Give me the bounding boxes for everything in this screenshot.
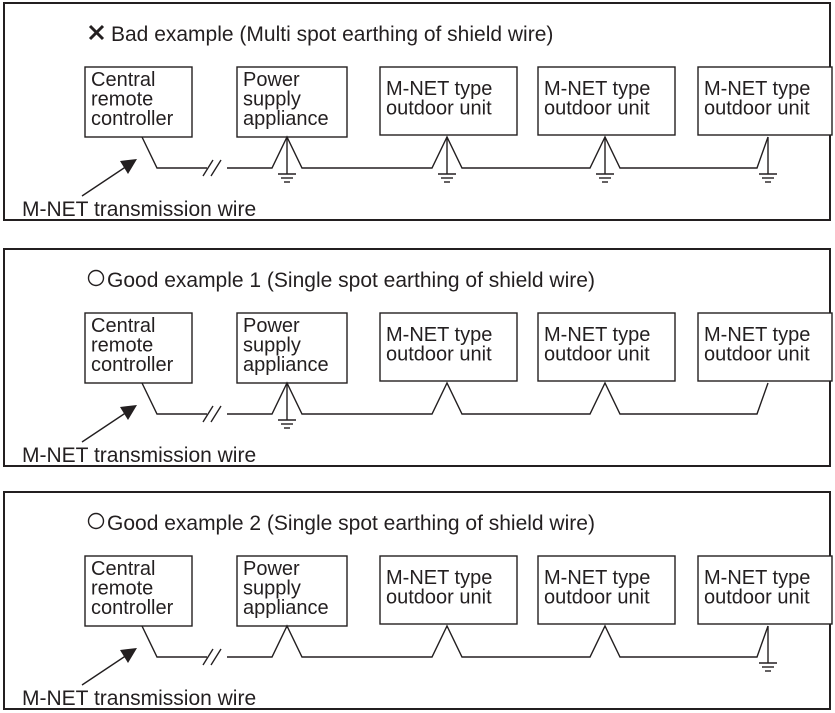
- unit-box: [537, 555, 676, 625]
- unit-box: [379, 66, 518, 136]
- unit-box: [537, 312, 676, 382]
- wire-pointer-arrow-icon: [81, 159, 137, 197]
- unit-label: Central: [91, 315, 155, 337]
- unit-label: appliance: [243, 597, 329, 619]
- unit-box: [84, 66, 193, 138]
- unit-label: M-NET type: [544, 324, 650, 346]
- unit-label: outdoor unit: [386, 587, 492, 609]
- wire-path: [141, 624, 769, 658]
- panel-diagram: Good example 2 (Single spot earthing of …: [22, 512, 833, 710]
- wire-path: [141, 135, 769, 169]
- unit-label: remote: [91, 89, 153, 111]
- wire-label: M-NET transmission wire: [22, 687, 256, 710]
- unit-label: outdoor unit: [704, 587, 810, 609]
- unit-label: supply: [243, 335, 301, 357]
- unit-box: [379, 312, 518, 382]
- unit-label: M-NET type: [704, 567, 810, 589]
- wire-break-icon: [202, 405, 222, 423]
- shield-wire: [141, 624, 777, 672]
- unit-label: Power: [243, 558, 300, 580]
- unit-label: Power: [243, 69, 300, 91]
- unit-box: [236, 66, 348, 138]
- panel-diagram: Bad example (Multi spot earthing of shie…: [22, 23, 833, 221]
- unit-label: controller: [91, 108, 174, 130]
- unit-label: M-NET type: [704, 78, 810, 100]
- unit-box: [697, 555, 833, 625]
- unit-label: Central: [91, 69, 155, 91]
- panel-bad-example: Bad example (Multi spot earthing of shie…: [3, 2, 833, 221]
- unit-label: remote: [91, 578, 153, 600]
- wire-pointer-arrow-icon: [81, 648, 137, 686]
- unit-box: [379, 555, 518, 625]
- unit-label: appliance: [243, 108, 329, 130]
- wire-label: M-NET transmission wire: [22, 198, 256, 221]
- unit-label: outdoor unit: [704, 98, 810, 120]
- wire-break-icon: [202, 648, 222, 666]
- ground-icon: [759, 137, 777, 183]
- wire-break-icon: [202, 159, 222, 177]
- wire-path: [141, 381, 769, 415]
- ground-icon: [438, 137, 456, 183]
- unit-label: Power: [243, 315, 300, 337]
- unit-label: M-NET type: [386, 78, 492, 100]
- unit-box: [236, 555, 348, 627]
- panel-title: Bad example (Multi spot earthing of shie…: [111, 23, 553, 46]
- ground-icon: [596, 137, 614, 183]
- unit-box: [697, 312, 833, 382]
- unit-label: outdoor unit: [544, 98, 650, 120]
- cross-mark-icon: [88, 24, 105, 41]
- unit-label: M-NET type: [386, 567, 492, 589]
- unit-label: outdoor unit: [544, 587, 650, 609]
- unit-label: M-NET type: [704, 324, 810, 346]
- panel-good-example-2: Good example 2 (Single spot earthing of …: [3, 491, 833, 710]
- unit-label: outdoor unit: [386, 344, 492, 366]
- panel-title: Good example 2 (Single spot earthing of …: [107, 512, 595, 535]
- unit-label: M-NET type: [386, 324, 492, 346]
- unit-label: M-NET type: [544, 78, 650, 100]
- unit-box: [84, 555, 193, 627]
- ground-icon: [759, 626, 777, 672]
- unit-label: M-NET type: [544, 567, 650, 589]
- unit-box: [236, 312, 348, 384]
- panel-good-example-1: Good example 1 (Single spot earthing of …: [3, 248, 833, 467]
- unit-label: appliance: [243, 354, 329, 376]
- unit-label: controller: [91, 597, 174, 619]
- circle-mark-icon: [87, 269, 105, 287]
- unit-label: outdoor unit: [544, 344, 650, 366]
- unit-label: controller: [91, 354, 174, 376]
- circle-mark-icon: [87, 512, 105, 530]
- unit-label: supply: [243, 89, 301, 111]
- shield-wire: [141, 135, 777, 183]
- unit-box: [84, 312, 193, 384]
- unit-label: remote: [91, 335, 153, 357]
- unit-box: [697, 66, 833, 136]
- unit-label: outdoor unit: [386, 98, 492, 120]
- unit-box: [537, 66, 676, 136]
- panel-diagram: Good example 1 (Single spot earthing of …: [22, 269, 833, 467]
- ground-icon: [278, 137, 296, 183]
- wire-label: M-NET transmission wire: [22, 444, 256, 467]
- unit-label: Central: [91, 558, 155, 580]
- wire-pointer-arrow-icon: [81, 405, 137, 443]
- unit-label: supply: [243, 578, 301, 600]
- shield-wire: [141, 381, 769, 429]
- panel-title: Good example 1 (Single spot earthing of …: [107, 269, 595, 292]
- unit-label: outdoor unit: [704, 344, 810, 366]
- ground-icon: [278, 383, 296, 429]
